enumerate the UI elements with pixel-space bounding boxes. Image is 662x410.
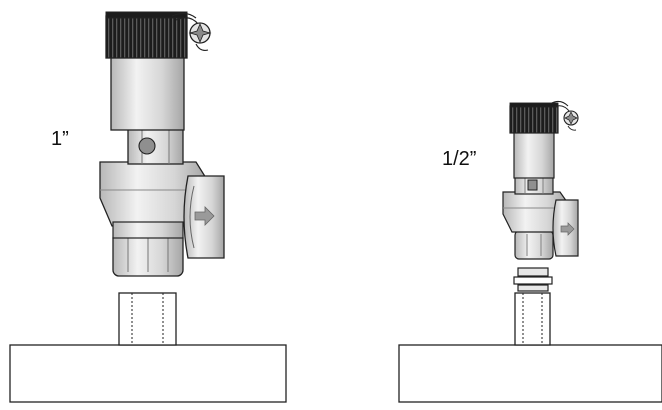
indicator-dot (527, 179, 538, 191)
valve-1-inch: 1” (9, 11, 287, 403)
lead-seal-icon (171, 12, 212, 51)
flow-arrow-right-icon (560, 222, 575, 236)
outlet-port (183, 175, 225, 259)
spring-housing (110, 55, 185, 131)
base-block (9, 344, 287, 403)
flow-arrow-right-icon (194, 206, 215, 226)
base-block (398, 344, 662, 403)
hex-nut (514, 175, 554, 195)
size-label-half-inch: 1/2” (442, 148, 476, 170)
inlet-nut (112, 231, 184, 277)
size-label-1-inch: 1” (51, 128, 69, 150)
valve-half-inch: 1/2” (398, 100, 662, 403)
outlet-port (552, 199, 579, 257)
pipe-stub (118, 292, 177, 346)
pipe-stub (514, 292, 551, 346)
inlet-nut (514, 230, 554, 260)
sealing-washer (513, 267, 553, 292)
knurled-cap (509, 102, 559, 134)
hex-nut (127, 127, 184, 165)
valve-body (99, 161, 207, 239)
indicator-dot (138, 137, 156, 155)
spring-housing (513, 131, 555, 179)
knurled-cap (105, 11, 188, 59)
lead-seal-icon (549, 100, 579, 131)
